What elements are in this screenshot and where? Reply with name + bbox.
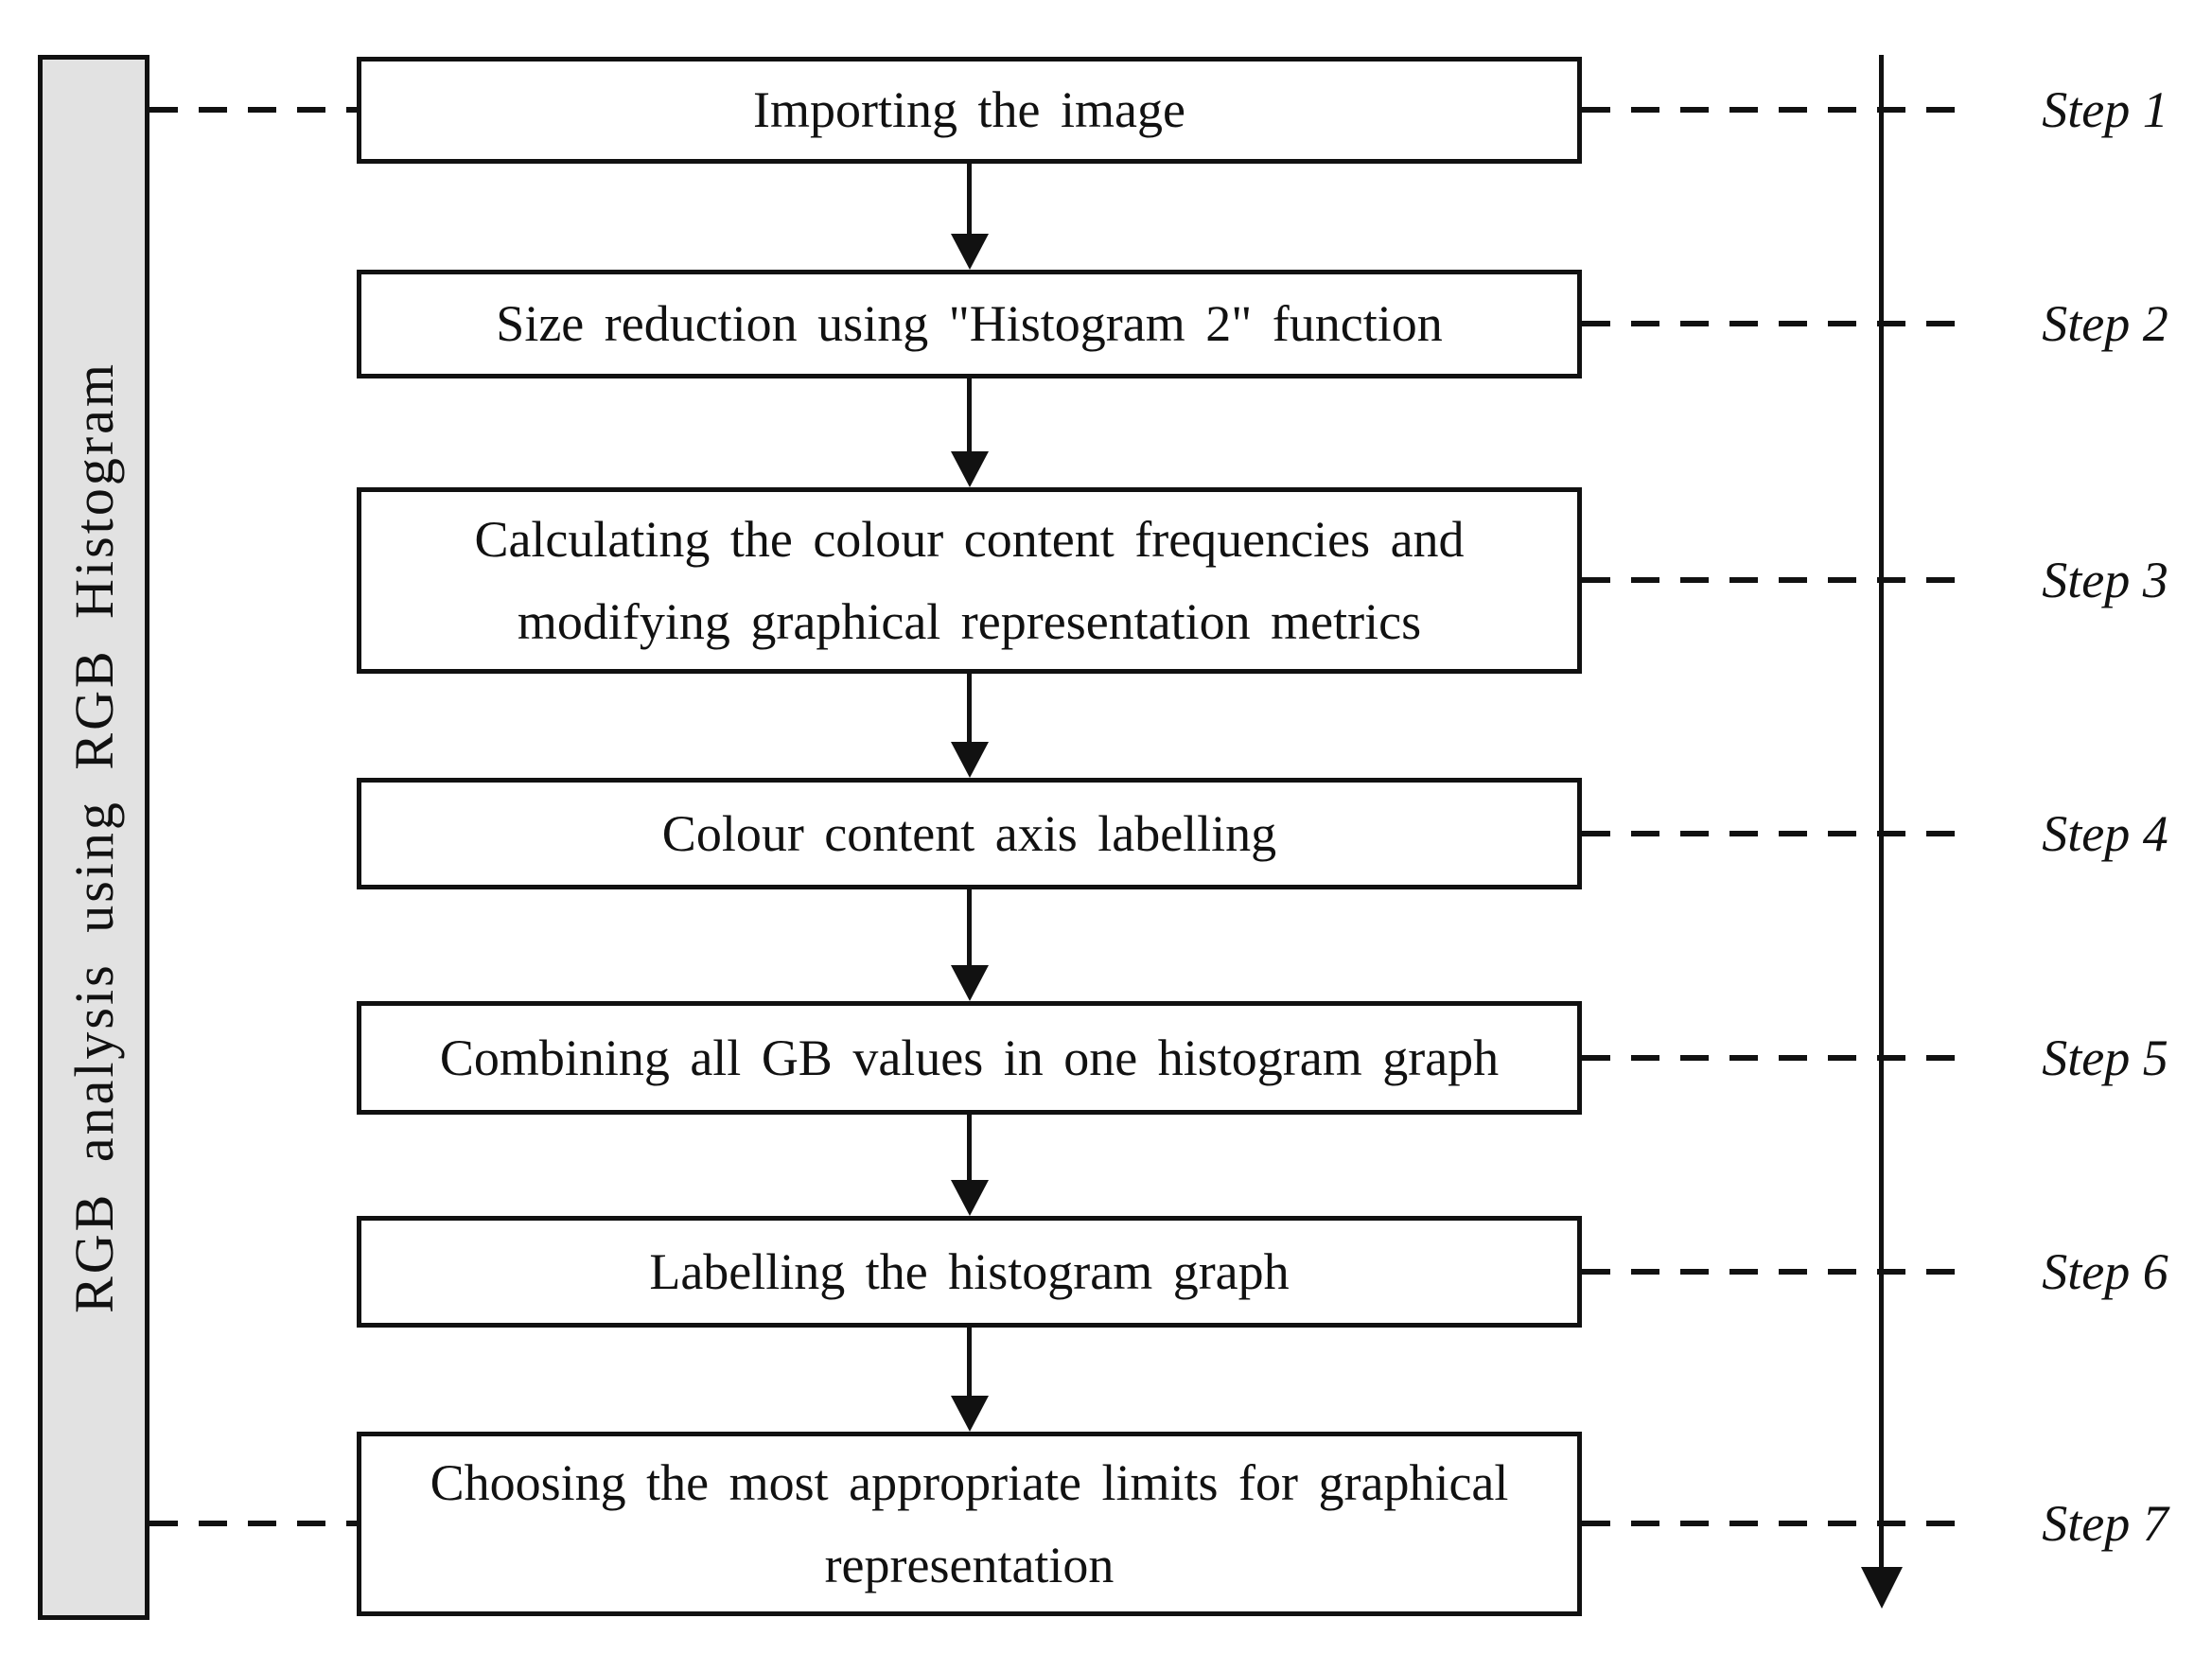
flow-box-7-label: Choosing the most appropriate limits for… (430, 1454, 1509, 1593)
dashed-connector-step-7 (1582, 1521, 1968, 1526)
flow-box-5-label: Combining all GB values in one histogram… (439, 1029, 1500, 1086)
connector-arrow-line-2 (967, 378, 972, 453)
sequence-arrow-line (1879, 55, 1884, 1569)
arrowhead-down-icon-5 (951, 1180, 989, 1216)
sidebar: RGB analysis using RGB Histogram (38, 55, 149, 1620)
arrowhead-down-icon-2 (951, 451, 989, 487)
arrowhead-down-icon-4 (951, 965, 989, 1001)
dashed-connector-step-3 (1582, 577, 1968, 583)
sidebar-label: RGB analysis using RGB Histogram (62, 361, 125, 1313)
sequence-arrowhead-down-icon (1861, 1567, 1903, 1609)
arrowhead-down-icon-1 (951, 234, 989, 270)
connector-arrow-line-3 (967, 674, 972, 744)
connector-arrow-line-1 (967, 164, 972, 236)
step-label-2: Step 2 (2042, 295, 2168, 352)
flow-box-6: Labelling the histogram graph (357, 1216, 1582, 1328)
connector-arrow-line-4 (967, 889, 972, 967)
flow-box-2-label: Size reduction using "Histogram 2" funct… (496, 295, 1443, 353)
arrowhead-down-icon-6 (951, 1396, 989, 1432)
flow-box-6-label: Labelling the histogram graph (649, 1242, 1290, 1300)
flow-box-1-label: Importing the image (753, 81, 1185, 139)
flow-box-4-label: Colour content axis labelling (661, 804, 1277, 862)
dashed-connector-step-4 (1582, 831, 1968, 836)
step-label-6: Step 6 (2042, 1243, 2168, 1300)
flow-box-1: Importing the image (357, 57, 1582, 164)
dashed-connector-step-5 (1582, 1055, 1968, 1061)
connector-arrow-line-5 (967, 1115, 972, 1182)
flow-box-3-label: Calculating the colour content frequenci… (474, 511, 1465, 650)
connector-arrow-line-6 (967, 1328, 972, 1398)
step-label-7: Step 7 (2042, 1495, 2168, 1552)
dashed-connector-step-6 (1582, 1269, 1968, 1275)
flow-box-2: Size reduction using "Histogram 2" funct… (357, 270, 1582, 378)
step-label-3: Step 3 (2042, 552, 2168, 608)
step-label-1: Step 1 (2042, 81, 2168, 138)
dashed-connector-left-top (149, 107, 357, 113)
arrowhead-down-icon-3 (951, 742, 989, 778)
step-label-5: Step 5 (2042, 1029, 2168, 1086)
dashed-connector-left-bottom (149, 1521, 357, 1526)
flow-box-4: Colour content axis labelling (357, 778, 1582, 889)
dashed-connector-step-1 (1582, 107, 1968, 113)
flow-box-7: Choosing the most appropriate limits for… (357, 1432, 1582, 1616)
dashed-connector-step-2 (1582, 321, 1968, 326)
flow-box-5: Combining all GB values in one histogram… (357, 1001, 1582, 1115)
step-label-4: Step 4 (2042, 805, 2168, 862)
flow-box-3: Calculating the colour content frequenci… (357, 487, 1582, 674)
